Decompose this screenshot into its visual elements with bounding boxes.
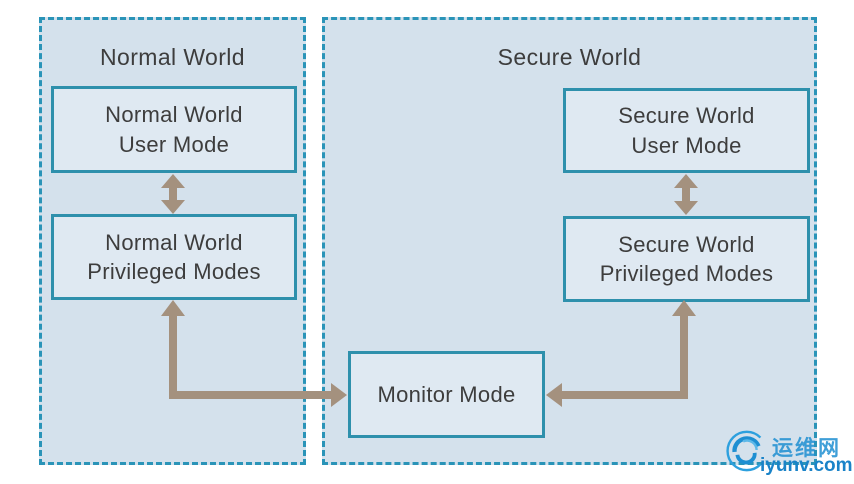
iyunv-logo-icon	[726, 430, 762, 472]
box-label: Normal World Privileged Modes	[87, 229, 261, 284]
box-secure-world-privileged-modes: Secure World Privileged Modes	[563, 216, 810, 302]
box-secure-world-user-mode: Secure World User Mode	[563, 88, 810, 173]
box-normal-world-user-mode: Normal World User Mode	[51, 86, 297, 173]
box-monitor-mode: Monitor Mode	[348, 351, 545, 438]
watermark-site-url: iyunv.com	[760, 455, 853, 476]
normal-world-title: Normal World	[100, 44, 245, 70]
box-label: Normal World User Mode	[105, 102, 243, 157]
watermark: 运维网 iyunv.com	[702, 426, 853, 482]
box-normal-world-privileged-modes: Normal World Privileged Modes	[51, 214, 297, 300]
box-label: Secure World User Mode	[618, 103, 755, 158]
box-label: Monitor Mode	[377, 381, 516, 407]
watermark-site-name: 运维网	[772, 437, 841, 460]
secure-world-title: Secure World	[497, 44, 642, 70]
box-label: Secure World Privileged Modes	[599, 231, 774, 286]
